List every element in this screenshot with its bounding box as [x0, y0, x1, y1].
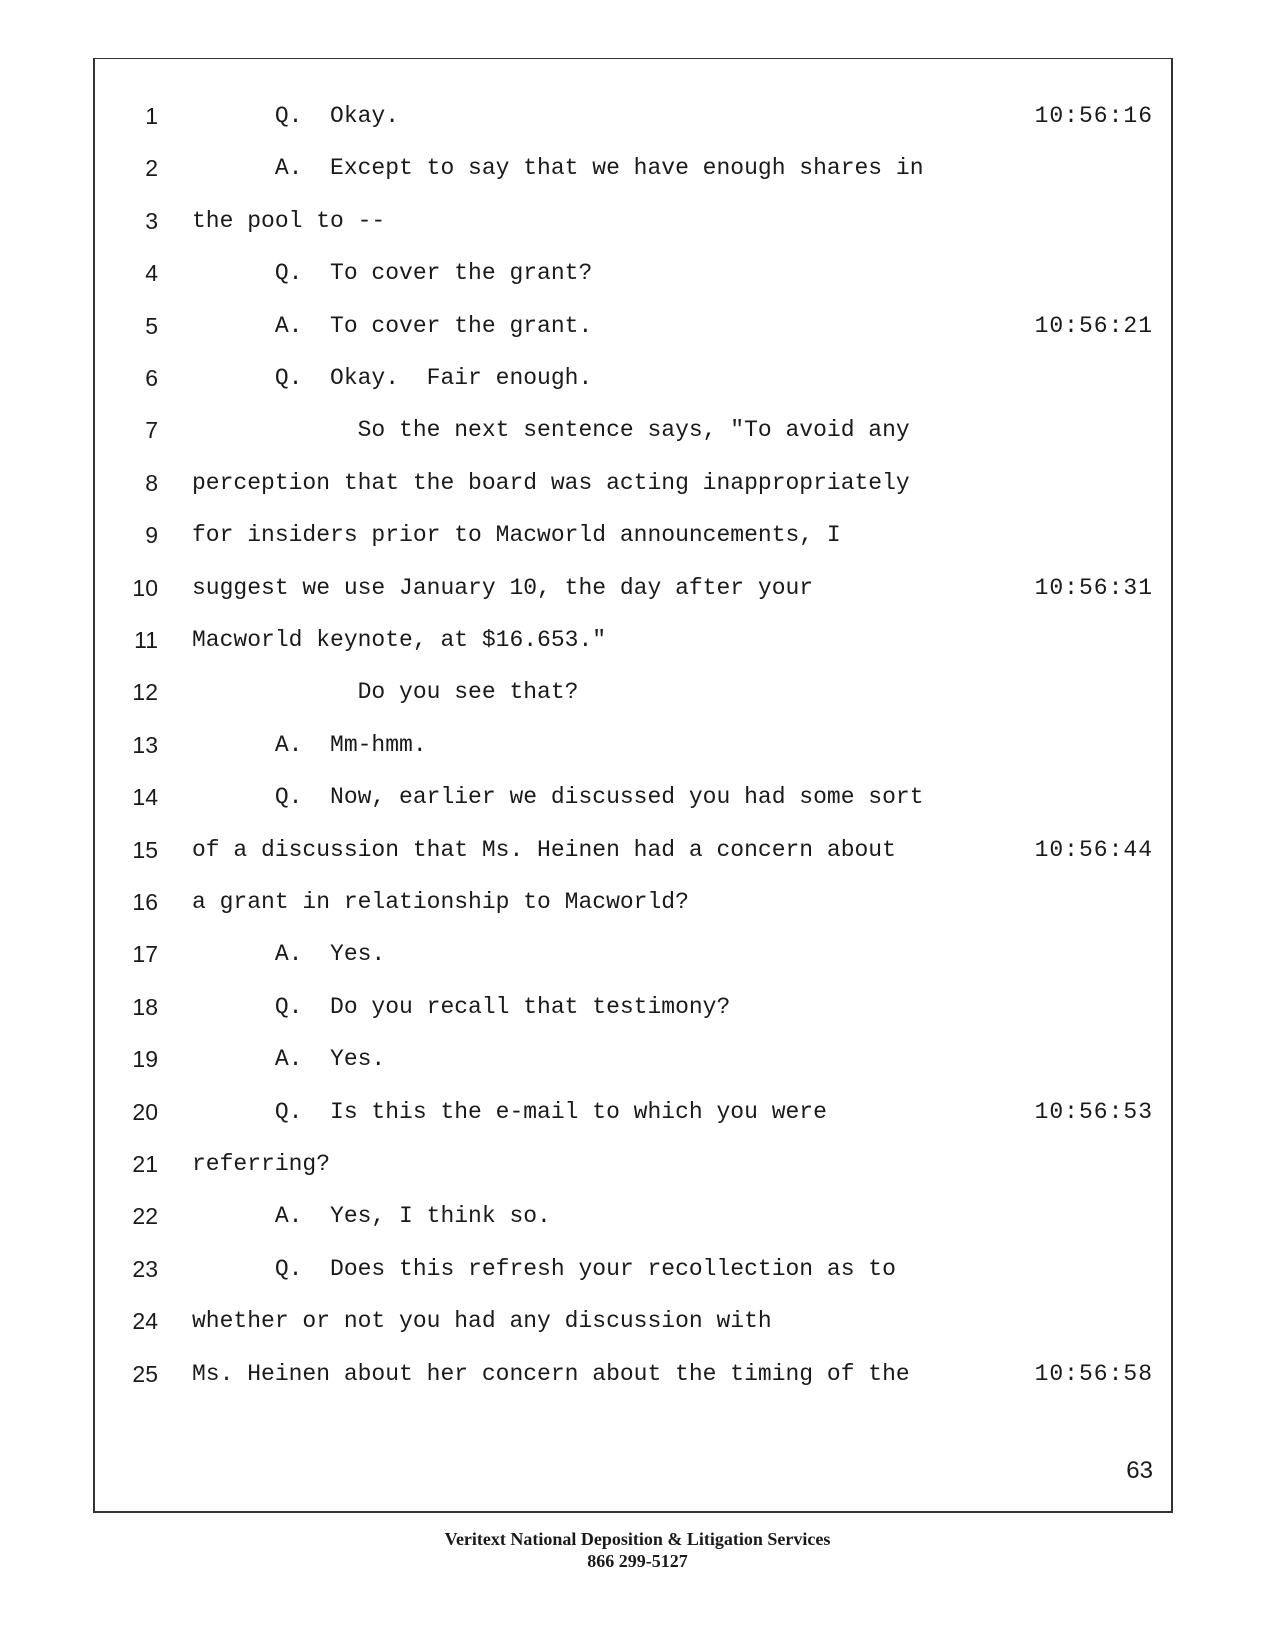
- transcript-line: 16 a grant in relationship to Macworld?: [95, 882, 1171, 922]
- line-text: of a discussion that Ms. Heinen had a co…: [192, 836, 896, 863]
- line-text: Q. To cover the grant?: [192, 260, 593, 287]
- line-number: 10: [132, 574, 158, 601]
- page-number: 63: [1126, 1457, 1153, 1484]
- transcript-line: 13 A. Mm-hmm.: [95, 725, 1171, 765]
- line-number: 21: [132, 1151, 158, 1177]
- line-number: 9: [145, 522, 158, 549]
- line-text: A. To cover the grant.: [192, 312, 593, 339]
- line-text: Ms. Heinen about her concern about the t…: [192, 1360, 910, 1387]
- timestamp: 10:56:58: [1034, 1360, 1153, 1387]
- line-number: 11: [134, 627, 158, 653]
- line-number: 3: [145, 207, 158, 234]
- transcript-line: 8 perception that the board was acting in…: [95, 463, 1171, 503]
- line-text: the pool to --: [192, 207, 386, 234]
- line-number: 19: [132, 1046, 158, 1073]
- line-text: suggest we use January 10, the day after…: [192, 574, 814, 601]
- transcript-line: 22 A. Yes, I think so.: [95, 1196, 1171, 1236]
- line-text: Do you see that?: [192, 679, 579, 706]
- line-text: A. Yes, I think so.: [192, 1203, 551, 1230]
- line-text: referring?: [192, 1151, 331, 1177]
- line-text: So the next sentence says, "To avoid any: [192, 417, 910, 444]
- line-number: 18: [132, 993, 158, 1020]
- line-number: 8: [145, 469, 158, 496]
- transcript-line: 10 suggest we use January 10, the day aft…: [95, 568, 1171, 608]
- timestamp: 10:56:16: [1034, 103, 1153, 129]
- line-number: 16: [132, 889, 158, 915]
- line-number: 6: [145, 365, 158, 391]
- line-number: 24: [132, 1308, 158, 1335]
- line-text: Q. Do you recall that testimony?: [192, 993, 731, 1020]
- line-number: 15: [132, 836, 158, 863]
- line-number: 13: [132, 731, 158, 758]
- line-text: Q. Okay. Fair enough.: [192, 365, 593, 391]
- line-text: a grant in relationship to Macworld?: [192, 889, 689, 915]
- line-number: 7: [145, 417, 158, 444]
- line-number: 5: [145, 312, 158, 339]
- transcript-line: 1 Q. Okay. 10:56:16: [95, 96, 1171, 136]
- line-text: Q. Does this refresh your recollection a…: [192, 1255, 896, 1282]
- line-text: Q. Okay.: [192, 103, 400, 129]
- transcript-line: 12 Do you see that?: [95, 672, 1171, 712]
- line-text: A. Except to say that we have enough sha…: [192, 155, 924, 182]
- transcript-line: 7 So the next sentence says, "To avoid a…: [95, 410, 1171, 450]
- line-text: Q. Is this the e-mail to which you were: [192, 1098, 827, 1125]
- line-number: 25: [132, 1360, 158, 1387]
- transcript-line: 15 of a discussion that Ms. Heinen had a …: [95, 830, 1171, 870]
- line-number: 23: [132, 1255, 158, 1282]
- transcript-line: 9 for insiders prior to Macworld announce…: [95, 515, 1171, 555]
- footer-company: Veritext National Deposition & Litigatio…: [444, 1529, 831, 1549]
- transcript-line: 20 Q. Is this the e-mail to which you we…: [95, 1092, 1171, 1132]
- line-text: for insiders prior to Macworld announcem…: [192, 522, 841, 549]
- transcript-line: 17 A. Yes.: [95, 934, 1171, 974]
- transcript-line: 23 Q. Does this refresh your recollectio…: [95, 1249, 1171, 1289]
- line-text: whether or not you had any discussion wi…: [192, 1308, 772, 1335]
- transcript-line: 2 A. Except to say that we have enough s…: [95, 148, 1171, 188]
- transcript-line: 11 Macworld keynote, at $16.653.": [95, 620, 1171, 660]
- transcript-line: 6 Q. Okay. Fair enough.: [95, 358, 1171, 398]
- transcript-line: 25 Ms. Heinen about her concern about the…: [95, 1354, 1171, 1394]
- timestamp: 10:56:53: [1034, 1098, 1153, 1125]
- timestamp: 10:56:21: [1034, 312, 1153, 339]
- line-text: A. Yes.: [192, 1046, 386, 1073]
- line-number: 17: [132, 941, 158, 968]
- transcript-line: 5 A. To cover the grant. 10:56:21: [95, 306, 1171, 346]
- line-number: 2: [145, 155, 158, 182]
- transcript-page: 1 Q. Okay. 10:56:16 2 A. Except to say tha…: [93, 58, 1173, 1513]
- line-text: A. Mm-hmm.: [192, 731, 427, 758]
- line-number: 14: [132, 784, 158, 811]
- transcript-line: 14 Q. Now, earlier we discussed you had …: [95, 777, 1171, 817]
- line-text: Macworld keynote, at $16.653.": [192, 627, 607, 653]
- timestamp: 10:56:31: [1034, 574, 1153, 601]
- footer-phone: 866 299-5127: [587, 1551, 688, 1571]
- transcript-line: 4 Q. To cover the grant?: [95, 253, 1171, 293]
- line-number: 12: [132, 679, 158, 706]
- line-number: 20: [132, 1098, 158, 1125]
- transcript-line: 21 referring?: [95, 1144, 1171, 1184]
- line-number: 1: [145, 103, 158, 129]
- transcript-line: 19 A. Yes.: [95, 1039, 1171, 1079]
- timestamp: 10:56:44: [1034, 836, 1153, 863]
- line-text: Q. Now, earlier we discussed you had som…: [192, 784, 924, 811]
- line-text: perception that the board was acting ina…: [192, 469, 910, 496]
- line-text: A. Yes.: [192, 941, 386, 968]
- transcript-line: 18 Q. Do you recall that testimony?: [95, 987, 1171, 1027]
- line-number: 22: [132, 1203, 158, 1230]
- transcript-line: 24 whether or not you had any discussion …: [95, 1301, 1171, 1341]
- line-number: 4: [145, 260, 158, 287]
- transcript-line: 3 the pool to --: [95, 201, 1171, 241]
